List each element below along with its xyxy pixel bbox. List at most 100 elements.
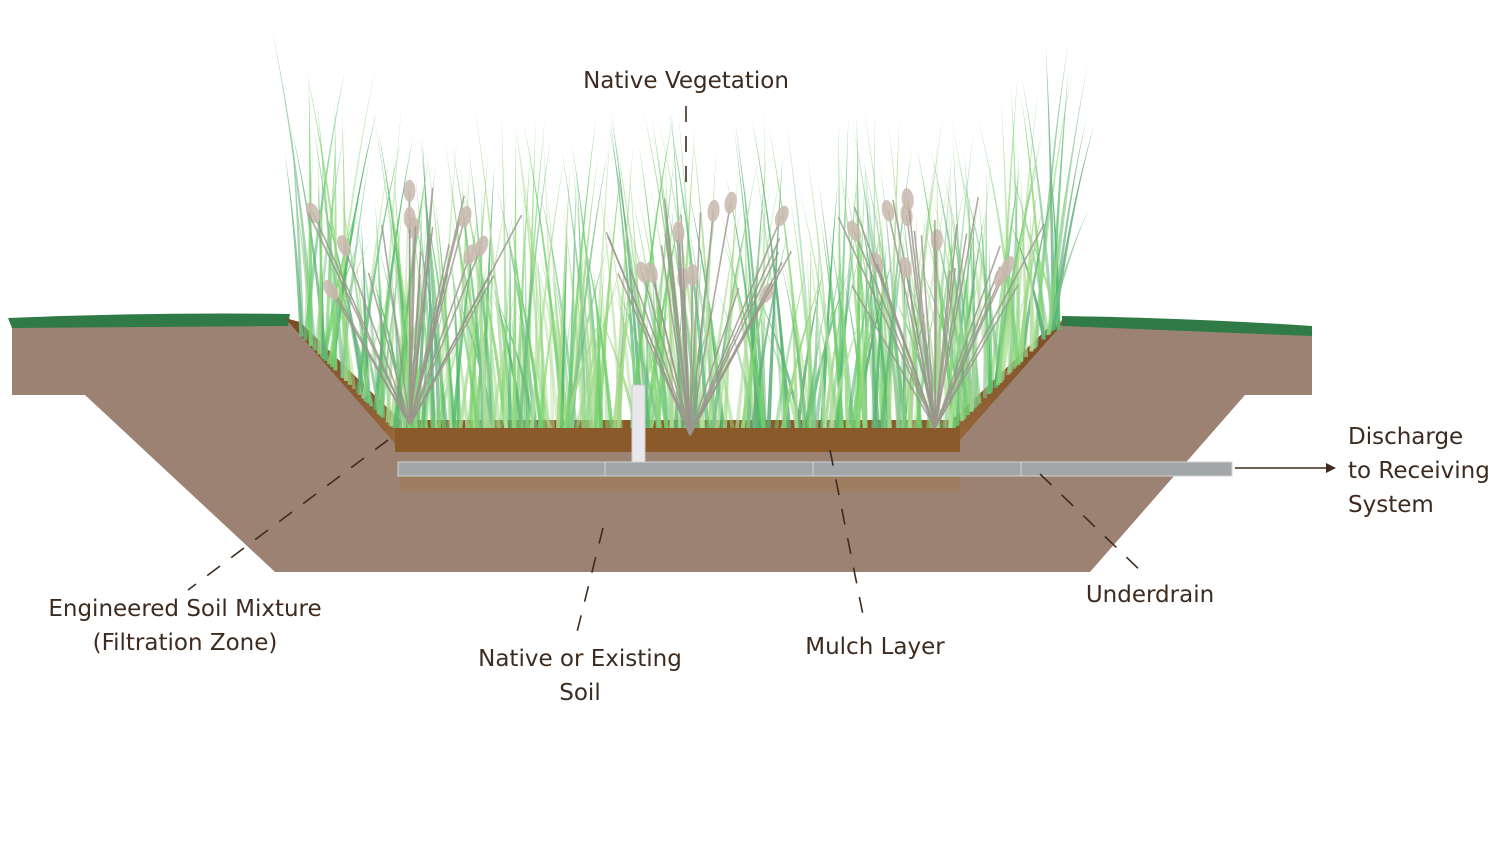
grass-blade: [843, 177, 879, 428]
ornamental-grass-stem: [665, 215, 691, 436]
label-discharge-line-2: to Receiving: [1348, 458, 1490, 484]
grass-blade: [581, 230, 614, 428]
ornamental-grass-stem: [689, 202, 732, 436]
grass-blade: [563, 303, 608, 428]
grass-blade: [873, 250, 909, 428]
ornamental-grass-stem: [920, 235, 936, 429]
grass-blade: [1049, 69, 1069, 332]
grass-blade: [327, 206, 360, 365]
grass-blade: [805, 266, 851, 428]
grass-blade: [1032, 69, 1073, 349]
grass-blade: [609, 116, 640, 428]
grass-plume: [305, 202, 321, 224]
discharge-arrow-icon: [1235, 463, 1336, 473]
grass-blade: [942, 157, 952, 428]
ornamental-grass-stem: [409, 216, 466, 426]
grass-blade: [735, 123, 767, 429]
grass-blade: [575, 275, 622, 428]
underdrain-pipe: [397, 461, 1233, 477]
grass-blade: [979, 201, 992, 394]
grass-blade: [931, 192, 974, 412]
grass-blade: [469, 151, 494, 429]
grass-blade: [636, 306, 669, 428]
grass-plume: [993, 265, 1009, 287]
grass-blade: [1007, 162, 1050, 336]
grass-blade: [879, 256, 902, 428]
grass-blade: [811, 235, 820, 428]
label-engineered-soil: Engineered Soil Mixture (Filtration Zone…: [30, 592, 340, 660]
grass-blade: [505, 228, 543, 428]
grass-blade: [420, 140, 442, 428]
grass-plume: [463, 244, 477, 266]
grass-blade: [756, 293, 803, 428]
ornamental-grass-stem: [617, 273, 691, 436]
ornamental-grass-stem: [409, 254, 471, 426]
grass-plume: [474, 235, 489, 257]
grass-blade: [610, 110, 644, 428]
grass-blade: [706, 198, 744, 428]
grass-blade: [569, 148, 609, 429]
grass-blade: [320, 195, 367, 400]
grass-blade: [638, 195, 675, 428]
grass-blade: [614, 282, 661, 428]
grass-blade: [954, 210, 986, 427]
grass-blade: [523, 228, 528, 428]
grass-blade: [630, 112, 674, 428]
grass-blade: [720, 209, 757, 428]
ornamental-grass-stem: [689, 212, 702, 436]
ornamental-grass-stem: [409, 245, 483, 426]
label-native-vegetation: Native Vegetation: [583, 68, 789, 94]
grass-blade: [361, 266, 398, 399]
ornamental-grass-stem: [689, 262, 783, 436]
turf-right: [1062, 316, 1312, 336]
grass-blade: [808, 242, 827, 428]
grass-blade: [1046, 207, 1090, 335]
ornamental-grass-stem: [689, 210, 715, 436]
grass-blade: [806, 151, 836, 428]
grass-plume: [724, 191, 737, 214]
grass-blade: [902, 285, 923, 428]
label-native-soil: Native or Existing Soil: [460, 642, 700, 710]
grass-blade: [498, 270, 510, 428]
grass-blade: [692, 130, 717, 428]
label-discharge-line-1: Discharge: [1348, 424, 1464, 450]
grass-plume: [899, 256, 912, 279]
grass-blade: [752, 120, 792, 429]
ornamental-grass-stem: [837, 216, 936, 429]
grass-blade: [378, 101, 403, 416]
ornamental-grass-stem: [689, 274, 694, 436]
grass-blade: [616, 217, 663, 428]
grass-blade: [593, 262, 605, 428]
grass-blade: [827, 237, 864, 428]
label-discharge-line-3: System: [1348, 492, 1434, 518]
grass-blade: [598, 183, 623, 428]
grass-blade: [581, 238, 600, 428]
grass-blade: [473, 229, 488, 428]
grass-blade: [1046, 130, 1077, 335]
grass-blade: [421, 133, 436, 428]
grass-blade: [827, 225, 855, 428]
ornamental-grass-stem: [676, 239, 691, 436]
grass-plume: [672, 221, 685, 244]
grass-blade: [303, 68, 346, 341]
label-engineered-soil-line-2: (Filtration Zone): [92, 630, 278, 656]
turf-left: [8, 313, 290, 328]
grass-plume: [930, 229, 943, 252]
native-vegetation-grass: [272, 30, 1095, 436]
label-discharge: Discharge to Receiving System: [1348, 420, 1490, 522]
grass-blade: [436, 297, 474, 428]
grass-blade: [340, 158, 370, 378]
grass-blade: [582, 255, 625, 428]
grass-plume: [774, 205, 789, 227]
ornamental-grass-stem: [409, 275, 421, 426]
ornamental-grass-stem: [343, 245, 411, 426]
label-engineered-soil-line-1: Engineered Soil Mixture: [48, 596, 322, 622]
grass-blade: [284, 153, 304, 337]
ornamental-grass-stem: [851, 285, 936, 429]
grass-blade: [383, 157, 414, 428]
grass-blade: [329, 64, 377, 367]
grass-blade: [644, 188, 687, 428]
ornamental-grass-stem: [330, 289, 411, 426]
grass-blade: [754, 159, 786, 428]
